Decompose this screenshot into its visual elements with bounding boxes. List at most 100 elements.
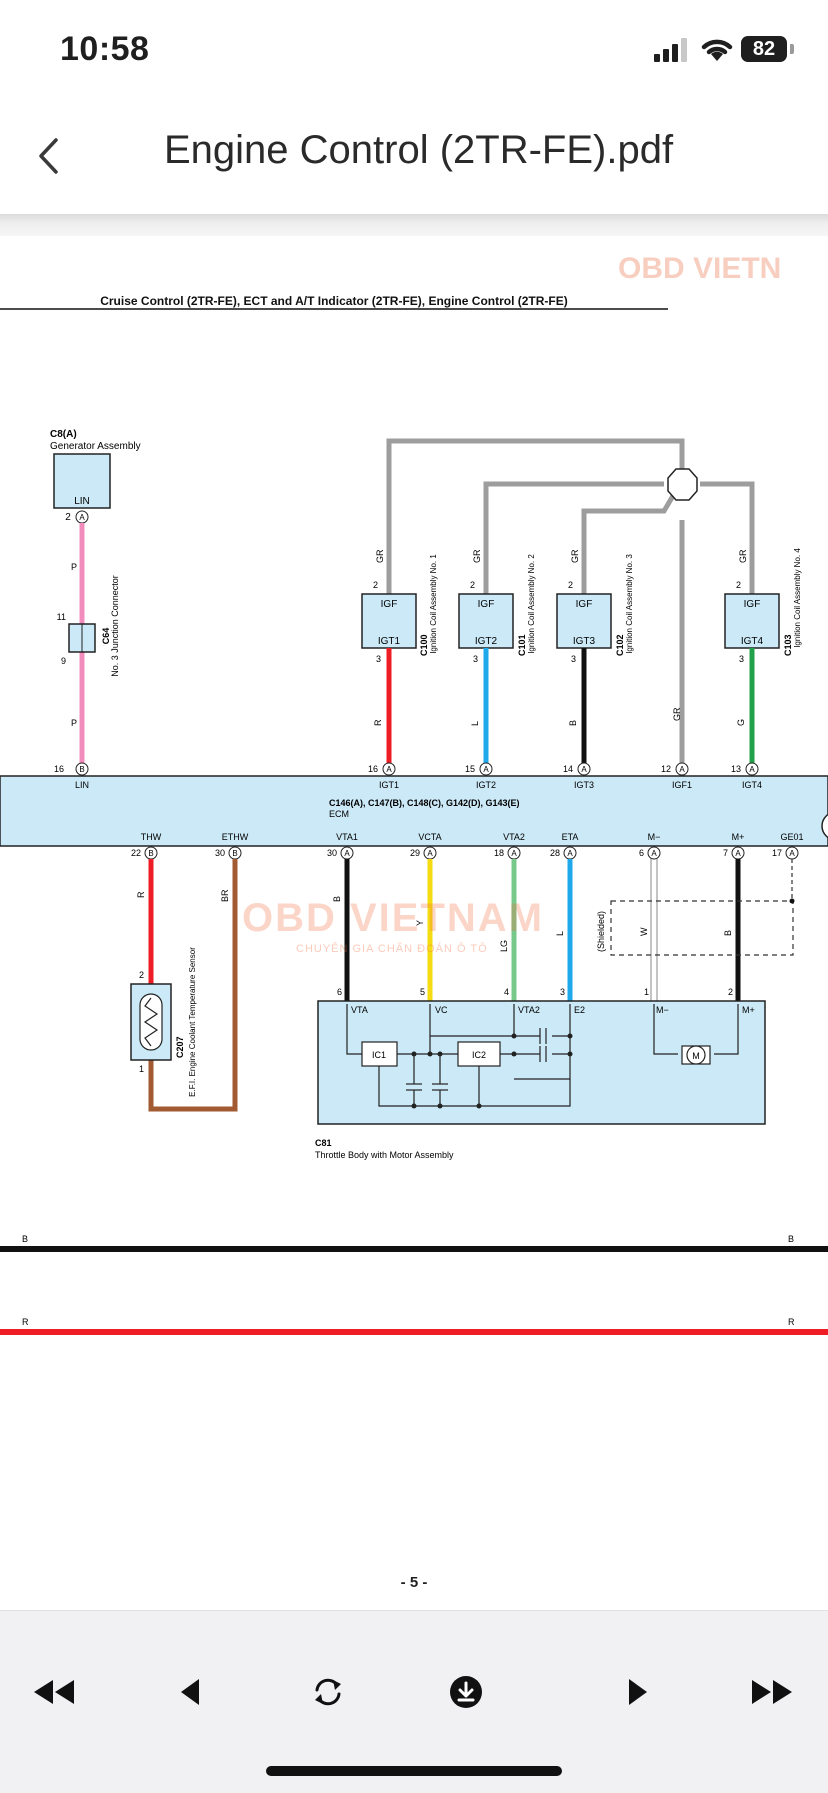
wire-lin-color-top: P <box>71 562 77 572</box>
coil3-pin-top: 2 <box>568 580 573 590</box>
svg-text:B: B <box>332 896 342 902</box>
svg-text:VCTA: VCTA <box>418 832 441 842</box>
svg-text:30: 30 <box>215 848 225 858</box>
coil3-bottom-label: IGT3 <box>573 636 596 647</box>
svg-text:R: R <box>136 891 146 898</box>
download-button[interactable] <box>436 1664 496 1720</box>
svg-text:E2: E2 <box>574 1005 585 1015</box>
coil1-code: C100 <box>419 634 429 656</box>
svg-text:A: A <box>567 849 573 858</box>
coil3-pin-bottom: 3 <box>571 654 576 664</box>
coil1-wire-color: R <box>373 719 383 726</box>
previous-page-button[interactable] <box>160 1664 220 1720</box>
coil1-gr: GR <box>375 549 385 563</box>
wire-m-minus <box>650 859 658 1001</box>
svg-text:18: 18 <box>494 848 504 858</box>
svg-text:A: A <box>483 765 489 774</box>
coil4-wire-color: G <box>736 719 746 726</box>
svg-text:28: 28 <box>550 848 560 858</box>
throttle-pin-numbers: 6 5 4 3 1 2 <box>337 987 733 997</box>
svg-text:1: 1 <box>644 987 649 997</box>
svg-text:LIN: LIN <box>75 780 89 790</box>
bottom-wire-color-labels: R BR B Y LG L W B <box>136 889 733 952</box>
svg-text:A: A <box>679 765 685 774</box>
svg-text:L: L <box>555 931 565 936</box>
ecm-block <box>0 775 828 847</box>
bus-black-label-left: B <box>22 1234 28 1244</box>
generator-code: C8(A) <box>50 429 77 440</box>
junction-pin-top: 11 <box>57 612 66 622</box>
coil4-box <box>724 593 780 649</box>
last-page-button[interactable] <box>742 1664 802 1720</box>
skip-first-icon <box>34 1680 74 1704</box>
coil2-wire-color: L <box>470 721 480 726</box>
shield-ground-dot <box>789 898 795 904</box>
coil2-top-label: IGF <box>478 599 495 610</box>
svg-text:17: 17 <box>772 848 782 858</box>
coil4-top-label: IGF <box>744 599 761 610</box>
coil3-name: Ignition Coil Assembly No. 3 <box>625 554 634 654</box>
coil1-box <box>361 593 417 649</box>
ignition-coil-3: GR 2 IGF IGT3 3 B C102 Ignition Coil Ass… <box>556 549 634 764</box>
pdf-page[interactable]: OBD VIETN C8(A) Generator Assembly LIN 2… <box>0 236 828 1610</box>
coil1-bottom-label: IGT1 <box>378 636 401 647</box>
coolant-code: C207 <box>175 1036 185 1058</box>
download-circle-icon <box>450 1676 482 1708</box>
throttle-name: Throttle Body with Motor Assembly <box>315 1150 454 1160</box>
shield-box <box>610 900 794 956</box>
coil2-bottom-label: IGT2 <box>475 636 498 647</box>
coolant-name: E.F.I. Engine Coolant Temperature Sensor <box>188 947 197 1097</box>
app-bar <box>0 100 828 216</box>
status-time: 10:58 <box>60 30 150 68</box>
svg-text:A: A <box>749 765 755 774</box>
back-button[interactable] <box>28 128 68 184</box>
home-indicator[interactable] <box>266 1766 562 1776</box>
svg-text:VTA: VTA <box>351 1005 368 1015</box>
svg-text:13: 13 <box>731 764 741 774</box>
svg-text:VTA1: VTA1 <box>336 832 358 842</box>
ignition-coil-1: GR 2 IGF IGT1 3 R C100 Ignition Coil Ass… <box>361 549 438 764</box>
page-number: - 5 - <box>400 1574 428 1591</box>
junction-code: C64 <box>101 628 111 645</box>
bottom-toolbar <box>0 1610 828 1793</box>
coil3-top-label: IGF <box>576 599 593 610</box>
svg-text:16: 16 <box>54 764 64 774</box>
svg-text:M−: M− <box>656 1005 669 1015</box>
battery-indicator: 82 <box>741 36 787 62</box>
bus-red-label-left: R <box>22 1317 29 1327</box>
svg-text:22: 22 <box>131 848 141 858</box>
svg-text:B: B <box>723 930 733 936</box>
triangle-left-icon <box>181 1679 199 1705</box>
svg-text:6: 6 <box>337 987 342 997</box>
ecm-edge-connector <box>821 813 828 839</box>
battery-cap <box>790 44 794 54</box>
svg-text:IGT1: IGT1 <box>379 780 399 790</box>
svg-text:3: 3 <box>560 987 565 997</box>
first-page-button[interactable] <box>24 1664 84 1720</box>
next-page-button[interactable] <box>608 1664 668 1720</box>
svg-text:B: B <box>148 849 153 858</box>
svg-text:W: W <box>639 927 649 936</box>
bus-red-label-right: R <box>788 1317 795 1327</box>
coil2-pin-top: 2 <box>470 580 475 590</box>
shielded-label: (Shielded) <box>596 911 606 952</box>
ic1-label: IC1 <box>372 1050 386 1060</box>
svg-text:M+: M+ <box>732 832 745 842</box>
svg-text:ETA: ETA <box>562 832 579 842</box>
svg-text:LG: LG <box>499 940 509 952</box>
ic2-label: IC2 <box>472 1050 486 1060</box>
generator-terminal: LIN <box>74 496 90 507</box>
svg-text:29: 29 <box>410 848 420 858</box>
svg-text:VTA2: VTA2 <box>503 832 525 842</box>
svg-text:B: B <box>79 765 84 774</box>
throttle-code: C81 <box>315 1138 332 1148</box>
rotate-button[interactable] <box>298 1664 358 1720</box>
svg-text:12: 12 <box>661 764 671 774</box>
coil1-top-label: IGF <box>381 599 398 610</box>
